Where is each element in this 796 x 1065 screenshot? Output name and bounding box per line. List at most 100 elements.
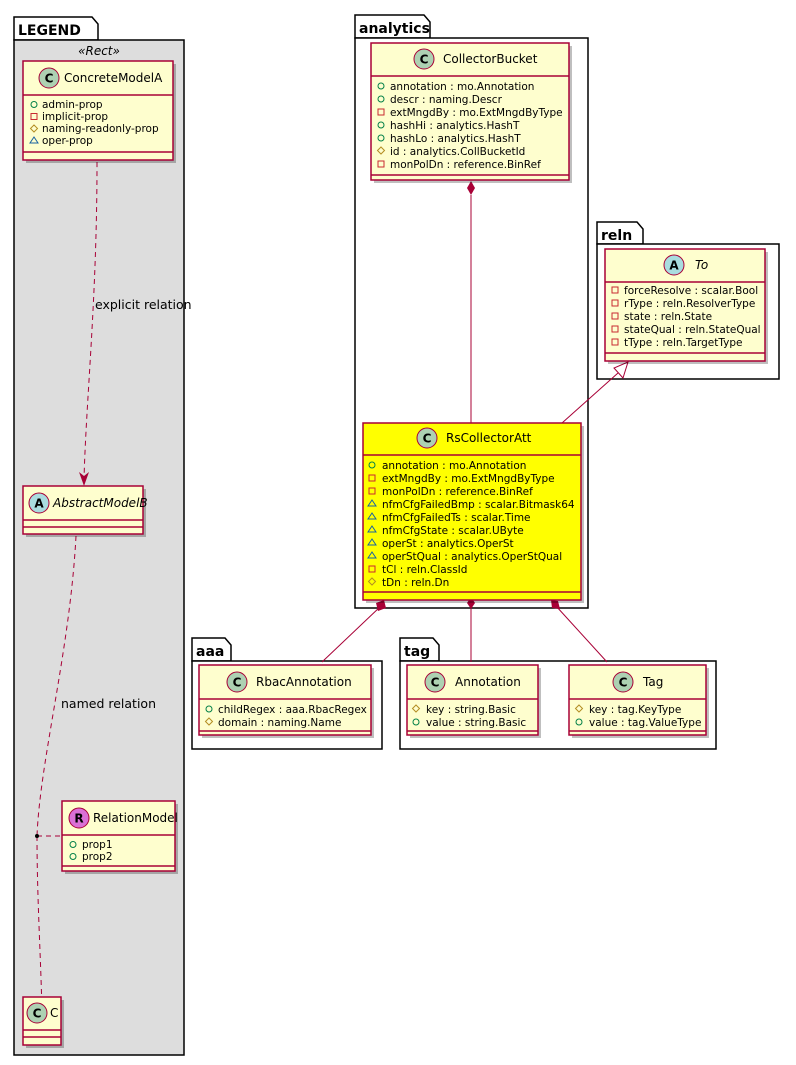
attribute: key : tag.KeyType	[589, 704, 681, 716]
class-name: RelationModel	[93, 811, 178, 825]
abstract-a-icon	[663, 254, 685, 276]
class-name: AbstractModelB	[52, 496, 148, 510]
composition-tag-line	[555, 605, 608, 663]
composition-rbac-line	[321, 605, 382, 663]
package-legend-label: LEGEND	[18, 23, 81, 39]
badge-letter: C	[431, 676, 440, 690]
package-visibility-icon	[367, 538, 377, 546]
composition-rbac-diamond	[376, 600, 386, 611]
class-relationmodel: R RelationModel prop1 prop2	[61, 800, 178, 874]
attribute: descr : naming.Descr	[390, 94, 503, 106]
protected-visibility-icon	[367, 577, 377, 586]
attribute: id : analytics.CollBucketId	[390, 146, 525, 158]
package-aaa-tab	[191, 637, 232, 662]
attribute-list: forceResolve : scalar.Bool rType : reln.…	[611, 285, 761, 349]
attribute: monPolDn : reference.BinRef	[390, 159, 541, 171]
attribute: nfmCfgFailedTs : scalar.Time	[382, 512, 531, 524]
attribute: childRegex : aaa.RbacRegex	[218, 704, 367, 716]
composition-tag-diamond	[551, 600, 560, 609]
class-name: ConcreteModelA	[64, 71, 163, 85]
protected-visibility-icon	[204, 717, 214, 726]
attribute: forceResolve : scalar.Bool	[624, 285, 758, 297]
class-c-icon	[38, 67, 60, 89]
attribute: admin-prop	[42, 99, 103, 111]
class-name: CollectorBucket	[443, 52, 538, 66]
class-c-icon	[26, 1002, 48, 1024]
named-relation-label: named relation	[61, 696, 156, 711]
relation-r-icon	[68, 807, 90, 829]
badge-letter: C	[45, 72, 54, 86]
attribute: annotation : mo.Annotation	[382, 460, 526, 472]
package-tag-label: tag	[404, 644, 430, 660]
class-c-icon	[424, 671, 446, 693]
composition-rscollectoratt-tag	[551, 600, 608, 663]
inheritance-line	[561, 372, 619, 424]
private-visibility-icon	[30, 113, 38, 120]
class-rbacannotation: C RbacAnnotation childRegex : aaa.RbacRe…	[198, 664, 374, 738]
package-analytics-tab	[354, 14, 431, 39]
attribute: value : string.Basic	[426, 717, 526, 729]
package-tag-tab	[399, 637, 440, 662]
private-visibility-icon	[377, 108, 385, 116]
public-visibility-icon	[69, 853, 77, 860]
package-visibility-icon	[29, 136, 39, 144]
explicit-relation-label: explicit relation	[95, 297, 192, 312]
attribute: tDn : reln.Dn	[382, 577, 449, 589]
public-visibility-icon	[377, 95, 385, 103]
attribute: operSt : analytics.OperSt	[382, 538, 514, 550]
badge-letter: C	[33, 1007, 42, 1021]
public-visibility-icon	[377, 134, 385, 142]
class-c: C C	[22, 996, 64, 1048]
public-visibility-icon	[69, 841, 77, 848]
attribute: oper-prop	[42, 135, 93, 147]
public-visibility-icon	[575, 718, 583, 726]
class-c-icon	[612, 671, 634, 693]
class-tag: C Tag key : tag.KeyType value : tag.Valu…	[568, 664, 709, 738]
class-c-icon	[416, 427, 438, 449]
attribute: value : tag.ValueType	[589, 717, 701, 729]
class-collectorbucket: C CollectorBucket annotation : mo.Annota…	[370, 42, 572, 183]
package-reln-label: reln	[601, 228, 632, 244]
attribute: monPolDn : reference.BinRef	[382, 486, 533, 498]
class-box	[362, 422, 582, 601]
attribute: stateQual : reln.StateQual	[624, 324, 761, 336]
package-visibility-icon	[367, 499, 377, 507]
abstract-a-icon	[28, 492, 50, 514]
package-analytics-label: analytics	[359, 21, 430, 37]
badge-letter: C	[619, 676, 628, 690]
public-visibility-icon	[412, 718, 420, 726]
attribute-list: annotation : mo.Annotation descr : namin…	[376, 81, 563, 171]
attribute: naming-readonly-prop	[42, 123, 159, 135]
attribute: hashLo : analytics.HashT	[390, 133, 521, 145]
private-visibility-icon	[368, 487, 376, 495]
inheritance-rscollectoratt-to	[561, 361, 629, 424]
private-visibility-icon	[611, 325, 619, 333]
class-box	[604, 248, 766, 362]
badge-letter: R	[74, 812, 83, 826]
class-name: Tag	[642, 675, 663, 689]
attribute: operStQual : analytics.OperStQual	[382, 551, 562, 563]
package-legend-body	[13, 39, 185, 1056]
composition-rscollectoratt-rbacannotation	[321, 600, 386, 663]
protected-visibility-icon	[376, 146, 386, 155]
package-visibility-icon	[367, 525, 377, 533]
attribute: hashHi : analytics.HashT	[390, 120, 520, 132]
public-visibility-icon	[377, 121, 385, 129]
package-aaa-label: aaa	[196, 644, 224, 660]
class-box	[568, 664, 707, 736]
class-name: RsCollectorAtt	[446, 431, 532, 445]
class-abstractmodelb: A AbstractModelB	[22, 485, 148, 537]
explicit-relation-line	[83, 161, 98, 481]
badge-letter: C	[233, 676, 242, 690]
package-visibility-icon	[367, 512, 377, 520]
attribute: tType : reln.TargetType	[624, 337, 743, 349]
named-relation-line-upper	[36, 535, 77, 837]
attribute: prop1	[82, 839, 113, 851]
public-visibility-icon	[30, 101, 38, 108]
private-visibility-icon	[611, 286, 619, 294]
private-visibility-icon	[368, 474, 376, 482]
attribute: annotation : mo.Annotation	[390, 81, 534, 93]
protected-visibility-icon	[411, 704, 421, 713]
badge-letter: A	[669, 259, 679, 273]
named-relation-dot	[35, 834, 39, 838]
